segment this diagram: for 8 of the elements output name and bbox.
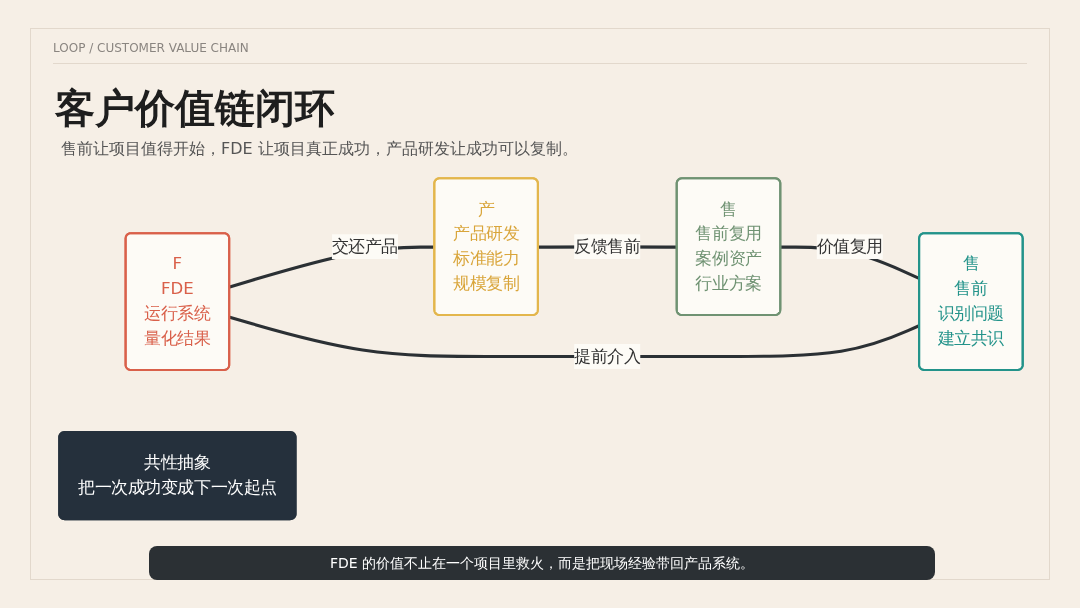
edge-label: 交还产品 (331, 236, 399, 257)
edge-label: 反馈售前 (574, 236, 641, 257)
kicker-text: LOOP / CUSTOMER VALUE CHAIN (53, 41, 249, 55)
subtitle: 售前让项目值得开始，FDE 让项目真正成功，产品研发让成功可以复制。 (61, 139, 578, 160)
edge-label: 提前介入 (574, 346, 641, 367)
edge-label: 价值复用 (816, 236, 883, 257)
caption-banner: FDE 的价值不止在一个项目里救火，而是把现场经验带回产品系统。 (149, 546, 935, 580)
title: 客户价值链闭环 (55, 84, 335, 133)
